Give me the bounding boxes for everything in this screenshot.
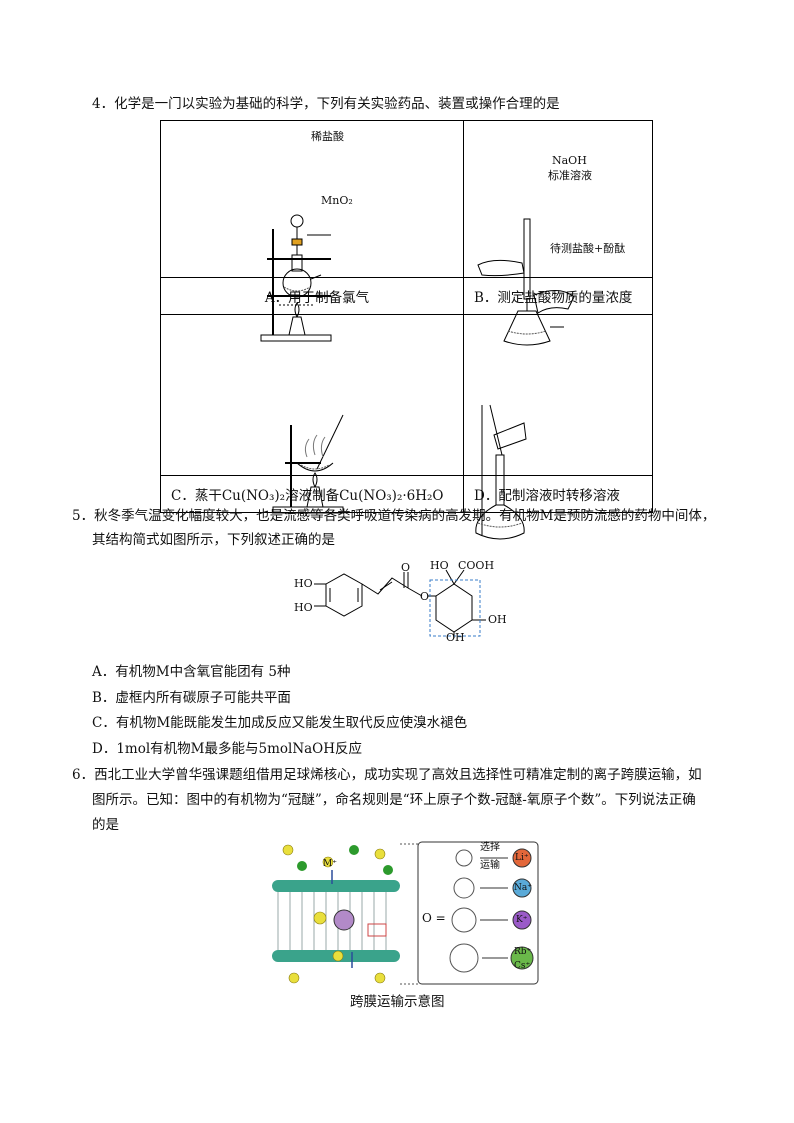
legend-k: K⁺ — [516, 915, 528, 925]
struct-ho-1: HO — [294, 577, 313, 590]
legend-li: Li⁺ — [515, 853, 529, 863]
struct-cooh: COOH — [458, 559, 495, 572]
struct-oh-right: OH — [488, 613, 507, 626]
structural-formula-drawing — [314, 569, 486, 638]
option-d-figure — [463, 314, 653, 540]
option-d-caption: D．配制溶液时转移溶液 — [463, 475, 653, 513]
legend-m-ion: M⁺ — [323, 859, 337, 869]
legend-transport: 运输 — [480, 860, 500, 871]
struct-keto-o: O — [401, 561, 411, 574]
q5-option-a: A．有机物M中含氧官能团有 5种 — [92, 664, 291, 680]
option-c-figure — [160, 314, 464, 514]
label-mno2: MnO₂ — [321, 194, 353, 207]
label-standard-solution: 标准溶液 — [548, 169, 592, 182]
legend-cs: Cs⁺ — [514, 961, 531, 971]
option-b-caption: B．测定盐酸物质的量浓度 — [463, 277, 653, 315]
struct-ho-top: HO — [430, 559, 449, 572]
q6-stem-line2: 图所示。已知：图中的有机物为“冠醚”，命名规则是“环上原子个数-冠醚-氧原子个数… — [92, 792, 696, 808]
struct-oh-bottom: OH — [446, 631, 465, 644]
q5-stem-line2: 其结构简式如图所示，下列叙述正确的是 — [92, 532, 335, 548]
label-analyte: 待测盐酸+酚酞 — [550, 242, 626, 255]
legend-o-equals: O = — [422, 911, 446, 925]
chlorine-apparatus-drawing — [260, 214, 332, 342]
membrane-transport-figure: M⁺ 选择 运输 O = Li⁺ Na⁺ K⁺ Rb⁺ Cs⁺ — [268, 840, 542, 988]
membrane-drawing — [272, 841, 539, 985]
legend-na: Na⁺ — [514, 883, 532, 893]
structure-of-m: HO COOH O HO HO O OH OH — [286, 556, 526, 646]
legend-rb: Rb⁺ — [514, 947, 532, 957]
label-naoh: NaOH — [552, 154, 587, 167]
q4-apparatus-table: 稀盐酸 MnO₂ NaOH 标准溶液 待测盐酸+酚酞 A．用于制备氯气 B．测定… — [160, 120, 653, 540]
q4-stem: 4．化学是一门以实验为基础的科学，下列有关实验药品、装置或操作合理的是 — [92, 96, 560, 112]
struct-ho-2: HO — [294, 601, 313, 614]
option-a-figure: 稀盐酸 MnO₂ — [160, 120, 464, 342]
q5-option-c: C．有机物M能既能发生加成反应又能发生取代反应使溴水褪色 — [92, 715, 468, 731]
q5-stem-line1: 5．秋冬季气温变化幅度较大，也是流感等各类呼吸道传染病的高发期。有机物M是预防流… — [72, 508, 716, 524]
figure-caption: 跨膜运输示意图 — [350, 994, 445, 1010]
evaporation-drawing — [272, 414, 344, 514]
q6-stem-line1: 6．西北工业大学曾华强课题组借用足球烯核心，成功实现了高效且选择性可精准定制的离… — [72, 767, 702, 783]
q5-option-b: B．虚框内所有碳原子可能共平面 — [92, 690, 291, 706]
solution-transfer-drawing — [475, 404, 527, 540]
struct-ester-o: O — [420, 590, 430, 603]
legend-select: 选择 — [480, 842, 500, 853]
label-dilute-hcl: 稀盐酸 — [311, 130, 344, 143]
q6-stem-line3: 的是 — [92, 817, 119, 833]
q5-option-d: D．1mol有机物M最多能与5molNaOH反应 — [92, 741, 363, 757]
option-b-figure: NaOH 标准溶液 待测盐酸+酚酞 — [463, 120, 653, 346]
